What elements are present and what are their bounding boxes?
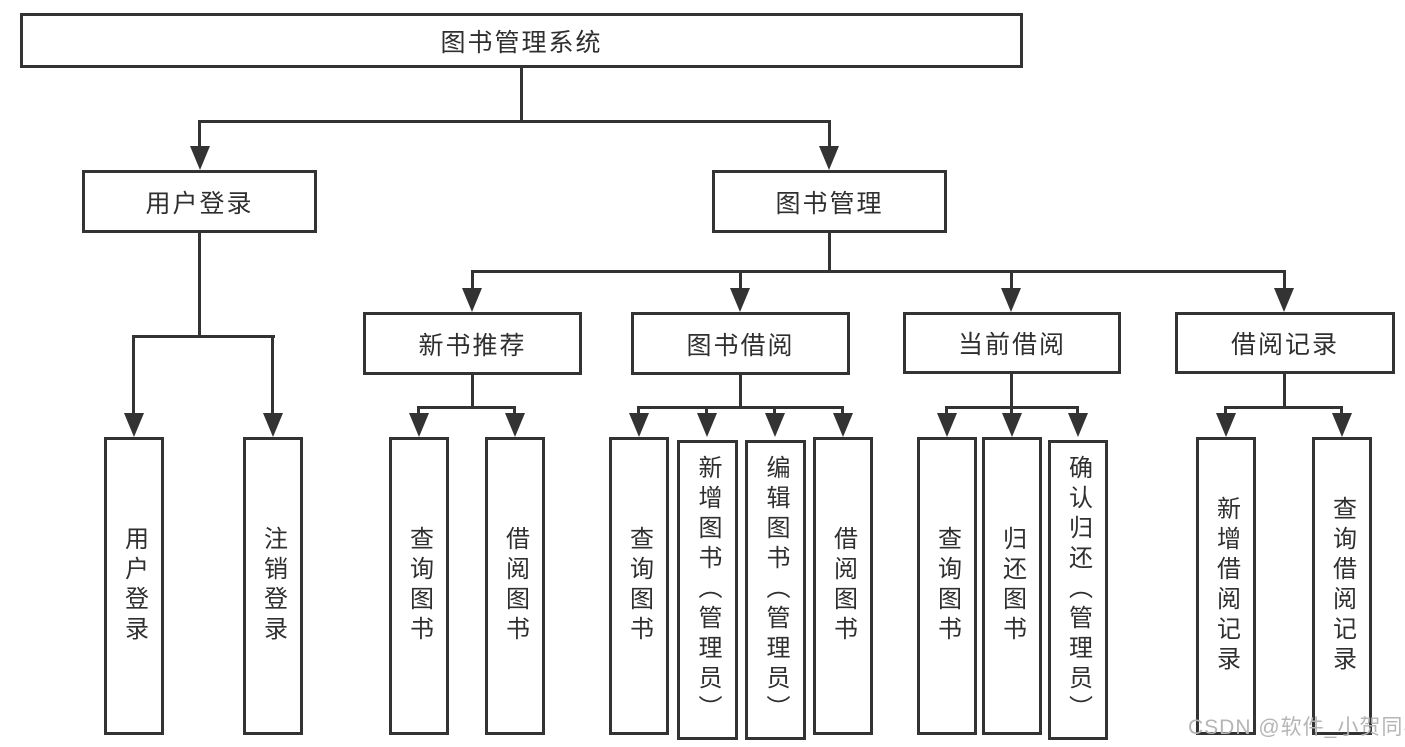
arrow-down-icon [1274, 288, 1294, 312]
leaf-query-books-current: 查询图书 [917, 437, 977, 735]
connector-line [1283, 270, 1286, 294]
connector-line [739, 270, 742, 294]
connector-line [1224, 406, 1343, 409]
arrow-down-icon [1068, 413, 1088, 437]
leaf-add-books-admin: 新增图书（管理员） [677, 440, 738, 740]
connector-line [773, 406, 776, 419]
connector-line [271, 335, 274, 419]
connector-line [828, 120, 831, 152]
connector-line [1076, 406, 1079, 419]
leaf-add-borrow-record: 新增借阅记录 [1196, 437, 1256, 735]
arrow-down-icon [819, 146, 839, 170]
node-label: 图书管理系统 [440, 28, 603, 57]
connector-line [471, 270, 1286, 273]
node-label: 查询图书 [405, 526, 433, 646]
leaf-borrow-books-recommend: 借阅图书 [485, 437, 545, 735]
arrow-down-icon [263, 413, 283, 437]
leaf-edit-books-admin: 编辑图书（管理员） [745, 440, 806, 740]
connector-line [705, 406, 708, 419]
connector-line [471, 375, 474, 406]
connector-line [1283, 374, 1286, 406]
connector-line [637, 406, 844, 409]
connector-line [198, 233, 201, 335]
node-label: 图书管理 [775, 189, 884, 218]
node-borrow-records: 借阅记录 [1175, 312, 1395, 374]
node-library-system: 图书管理系统 [20, 13, 1023, 68]
connector-line [1340, 406, 1343, 419]
node-label: 借阅图书 [501, 526, 529, 646]
connector-line [132, 335, 275, 338]
connector-line [513, 406, 516, 419]
node-new-book-recommend: 新书推荐 [363, 312, 582, 375]
connector-line [1010, 270, 1013, 294]
node-label: 查询图书 [933, 526, 961, 646]
connector-line [945, 406, 948, 419]
arrow-down-icon [505, 413, 525, 437]
connector-line [1010, 374, 1013, 406]
node-label: 图书借阅 [686, 331, 795, 360]
connector-line [1010, 406, 1013, 419]
node-book-management: 图书管理 [712, 170, 947, 233]
leaf-query-borrow-record: 查询借阅记录 [1312, 437, 1372, 735]
arrow-down-icon [1002, 413, 1022, 437]
node-label: 注销登录 [259, 526, 287, 646]
node-label: 用户登录 [120, 526, 148, 646]
leaf-logout: 注销登录 [243, 437, 303, 735]
arrow-down-icon [1001, 288, 1021, 312]
csdn-watermark: CSDN @软件_小贺同学 [1188, 716, 1405, 739]
arrow-down-icon [730, 288, 750, 312]
connector-line [132, 335, 135, 419]
leaf-confirm-return-admin: 确认归还（管理员） [1048, 440, 1108, 740]
arrow-down-icon [1332, 413, 1352, 437]
node-label: 借阅图书 [829, 526, 857, 646]
node-label: 归还图书 [998, 526, 1026, 646]
arrow-down-icon [629, 413, 649, 437]
node-label: 用户登录 [145, 189, 254, 218]
connector-line [417, 406, 420, 419]
node-book-borrow: 图书借阅 [631, 312, 850, 375]
connector-line [739, 375, 742, 406]
node-label: 查询图书 [625, 526, 653, 646]
node-label: 借阅记录 [1230, 331, 1339, 359]
node-label: 确认归还（管理员） [1064, 455, 1092, 725]
node-label: 编辑图书（管理员） [762, 455, 789, 725]
node-user-login: 用户登录 [82, 170, 317, 233]
arrow-down-icon [765, 413, 785, 437]
connector-line [471, 270, 474, 294]
leaf-query-books-borrow: 查询图书 [609, 437, 669, 735]
connector-line [198, 120, 831, 123]
arrow-down-icon [190, 146, 210, 170]
connector-line [828, 233, 831, 270]
node-label: 新书推荐 [418, 331, 527, 360]
leaf-borrow-books: 借阅图书 [813, 437, 873, 735]
leaf-return-books: 归还图书 [982, 437, 1042, 735]
connector-line [198, 120, 201, 152]
arrow-down-icon [124, 413, 144, 437]
node-label: 查询借阅记录 [1328, 496, 1356, 676]
leaf-user-login: 用户登录 [104, 437, 164, 735]
connector-line [1224, 406, 1227, 419]
leaf-query-books-recommend: 查询图书 [389, 437, 449, 735]
node-label: 当前借阅 [957, 331, 1066, 359]
connector-line [637, 406, 640, 419]
arrow-down-icon [697, 413, 717, 437]
node-label: 新增图书（管理员） [694, 455, 721, 725]
connector-line [520, 68, 523, 120]
arrow-down-icon [462, 288, 482, 312]
connector-line [417, 406, 516, 409]
arrow-down-icon [833, 413, 853, 437]
connector-line [841, 406, 844, 419]
arrow-down-icon [409, 413, 429, 437]
arrow-down-icon [1216, 413, 1236, 437]
node-label: 新增借阅记录 [1212, 496, 1240, 676]
node-current-borrow: 当前借阅 [903, 312, 1121, 374]
arrow-down-icon [937, 413, 957, 437]
